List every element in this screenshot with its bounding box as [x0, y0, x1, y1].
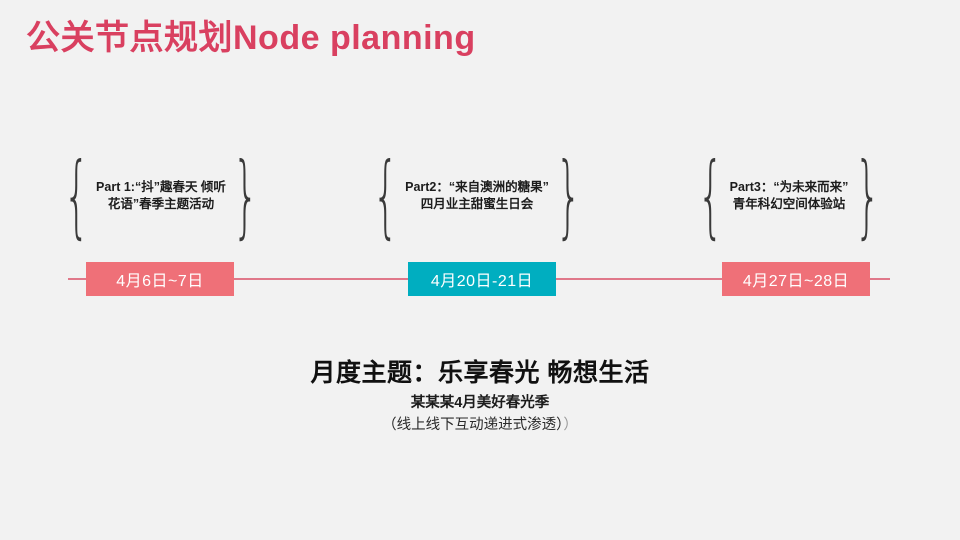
timeline-group-part2: { Part2：“来自澳洲的糖果” 四月业主甜蜜生日会 }	[352, 151, 602, 241]
date-badge-part2: 4月20日-21日	[408, 262, 556, 296]
left-brace-icon: {	[63, 143, 90, 249]
right-brace-icon: }	[232, 143, 259, 249]
left-brace-icon: {	[372, 143, 399, 249]
timeline-group-part3-line1: Part3：“为未来而来”	[729, 180, 849, 194]
right-brace-icon: }	[854, 143, 881, 249]
timeline-group-part2-line1: Part2：“来自澳洲的糖果”	[405, 180, 549, 194]
footer-note-trailing-paren: ）	[563, 417, 578, 433]
right-brace-icon: }	[555, 143, 582, 249]
timeline-group-part1: { Part 1:“抖”趣春天 倾听 花语”春季主题活动 }	[52, 151, 270, 241]
left-brace-icon: {	[697, 143, 724, 249]
timeline-group-part3-line2: 青年科幻空间体验站	[732, 197, 846, 211]
footer-note-text: （线上线下互动递进式渗透）	[382, 417, 564, 433]
date-badge-part1: 4月6日~7日	[86, 262, 234, 296]
timeline-group-part2-line2: 四月业主甜蜜生日会	[420, 197, 534, 211]
footer-subtitle: 某某某4月美好春光季	[410, 395, 550, 411]
timeline-group-part1-line1: Part 1:“抖”趣春天 倾听	[96, 180, 226, 194]
monthly-theme-heading: 月度主题：乐享春光 畅想生活	[310, 359, 650, 387]
timeline-group-part3-text: Part3：“为未来而来” 青年科幻空间体验站	[730, 179, 849, 213]
timeline-group-part1-line2: 花语”春季主题活动	[107, 197, 215, 211]
page-title: 公关节点规划Node planning	[26, 19, 476, 57]
date-badge-part3: 4月27日~28日	[722, 262, 870, 296]
footer-block: 月度主题：乐享春光 畅想生活 某某某4月美好春光季 （线上线下互动递进式渗透））	[0, 356, 960, 436]
timeline-group-part2-text: Part2：“来自澳洲的糖果” 四月业主甜蜜生日会	[405, 179, 549, 213]
timeline-group-part1-text: Part 1:“抖”趣春天 倾听 花语”春季主题活动	[96, 179, 226, 213]
footer-note: （线上线下互动递进式渗透））	[0, 414, 960, 436]
timeline-group-part3: { Part3：“为未来而来” 青年科幻空间体验站 }	[668, 151, 910, 241]
